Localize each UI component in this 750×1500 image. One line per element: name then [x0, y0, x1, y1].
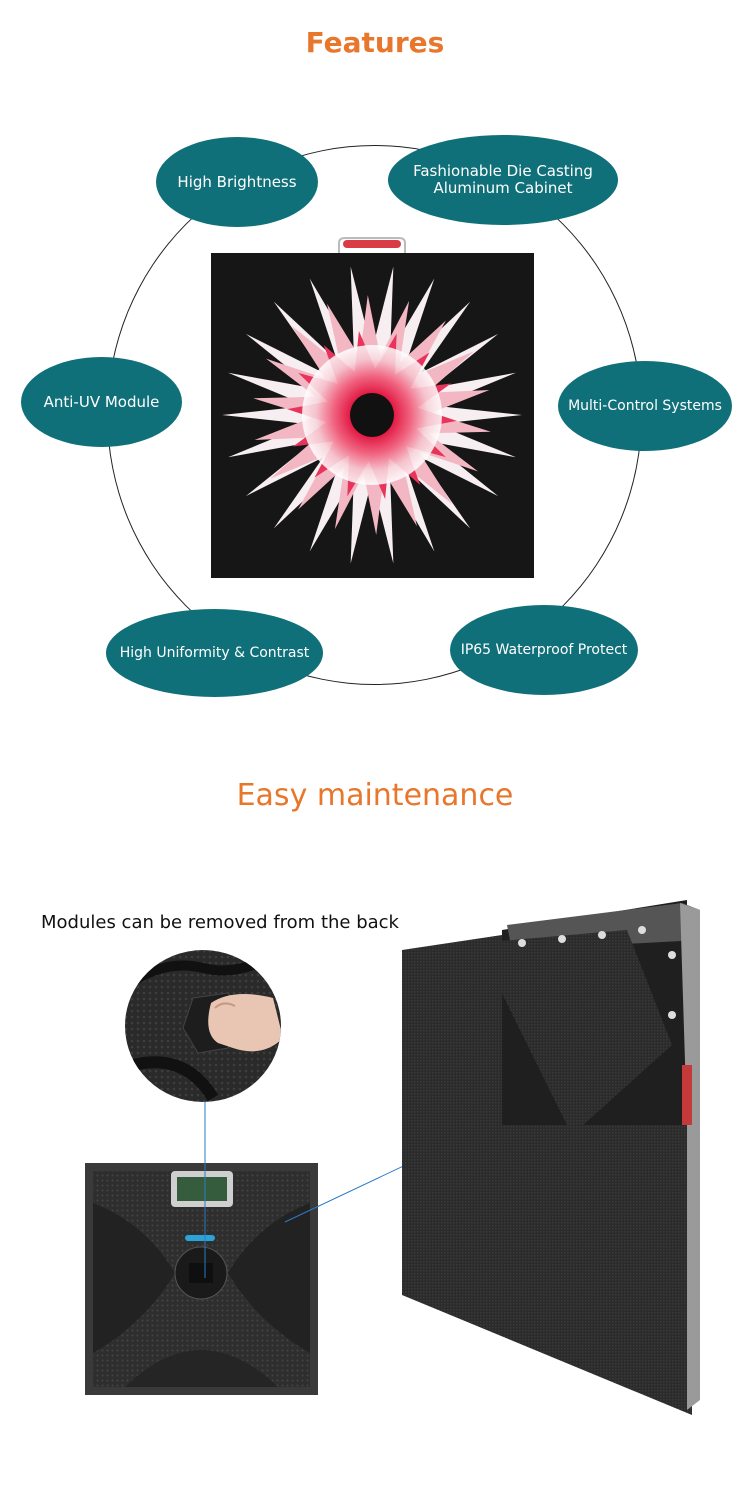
- feature-ip65: IP65 Waterproof Protect: [450, 605, 638, 695]
- feature-die-casting: Fashionable Die Casting Aluminum Cabinet: [388, 135, 618, 225]
- maintenance-title: Easy maintenance: [236, 778, 514, 813]
- cabinet-handle: [337, 237, 407, 253]
- feature-high-brightness: High Brightness: [156, 137, 318, 227]
- cabinet-side-image: [402, 895, 718, 1415]
- maintenance-caption: Modules can be removed from the back: [41, 912, 399, 933]
- features-title: Features: [305, 26, 445, 59]
- feature-multi-control: Multi-Control Systems: [558, 361, 732, 451]
- module-back-image: [85, 1163, 318, 1395]
- feature-uniformity: High Uniformity & Contrast: [106, 609, 323, 697]
- led-cabinet-image: [211, 253, 534, 578]
- feature-anti-uv: Anti-UV Module: [21, 357, 182, 447]
- flower-graphic: [222, 266, 522, 564]
- module-removal-closeup: [123, 948, 283, 1103]
